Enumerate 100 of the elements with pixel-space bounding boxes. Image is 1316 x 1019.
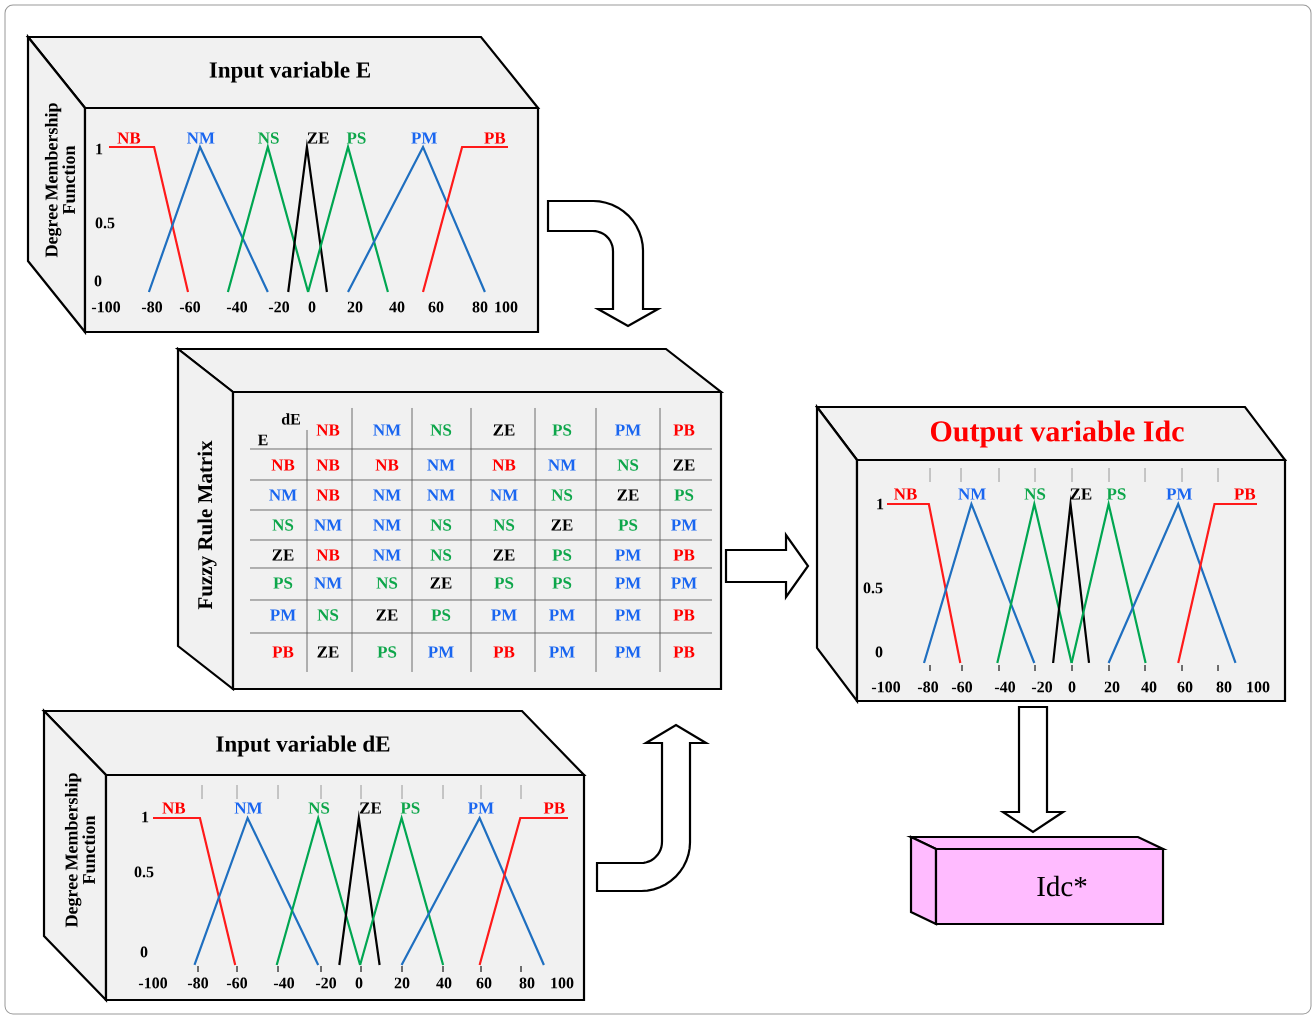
- matrix-cell: PM: [615, 577, 641, 589]
- membership-label: NM: [958, 488, 986, 500]
- matrix-header: PM: [615, 424, 641, 436]
- matrix-cell: NS: [376, 577, 398, 589]
- tick-label: 40: [1141, 681, 1157, 693]
- tick-label: -60: [226, 977, 248, 989]
- matrix-cell: ZE: [493, 549, 515, 561]
- tick-label: 40: [389, 301, 405, 313]
- membership-label: PM: [1166, 488, 1193, 500]
- tick-label: 0: [94, 275, 102, 287]
- tick-label: -80: [141, 301, 163, 313]
- tick-label: 80: [472, 301, 488, 313]
- tick-label: 0.5: [95, 217, 115, 229]
- matrix-cell: NM: [490, 489, 518, 501]
- matrix-cell: PB: [673, 646, 695, 658]
- membership-label: NM: [234, 802, 263, 814]
- tick-label: -40: [226, 301, 248, 313]
- block-arrow: [595, 723, 710, 893]
- membership-label: PS: [346, 132, 366, 144]
- tick-label: 60: [476, 977, 492, 989]
- matrix-cell: PS: [674, 489, 694, 501]
- matrix-cell: NM: [373, 489, 401, 501]
- row-header: ZE: [272, 549, 294, 561]
- matrix-header: NS: [430, 424, 452, 436]
- row-header: PM: [270, 609, 296, 621]
- matrix-cell: NM: [314, 519, 342, 531]
- tick-label: 20: [347, 301, 363, 313]
- tick-label: 0: [1068, 681, 1076, 693]
- matrix-cell: PS: [377, 646, 397, 658]
- matrix-cell: ZE: [376, 609, 398, 621]
- tick-label: 60: [1177, 681, 1193, 693]
- membership-label: PS: [400, 802, 420, 814]
- matrix-cell: PM: [615, 549, 641, 561]
- matrix-cell: NS: [430, 519, 452, 531]
- matrix-cell: ZE: [673, 459, 695, 471]
- tick-label: 100: [551, 977, 574, 989]
- membership-label: PM: [411, 132, 437, 144]
- tick-label: 100: [1247, 681, 1270, 693]
- matrix-cell: PM: [671, 577, 697, 589]
- tick-label: -20: [268, 301, 290, 313]
- matrix-cell: ZE: [317, 646, 339, 658]
- matrix-cell: NB: [492, 459, 516, 471]
- tick-label: -60: [951, 681, 973, 693]
- membership-label: NB: [117, 132, 141, 144]
- matrix-cell: NS: [617, 459, 639, 471]
- tick-label: 80: [1216, 681, 1232, 693]
- matrix-cell: ZE: [617, 489, 639, 501]
- tick-label: 0: [875, 646, 883, 658]
- matrix-cell: NM: [373, 519, 401, 531]
- matrix-cell: NM: [373, 549, 401, 561]
- matrix-cell: NB: [316, 549, 340, 561]
- tick-label: 0.5: [863, 582, 883, 594]
- matrix-cell: NM: [427, 459, 455, 471]
- matrix-cell: PS: [494, 577, 514, 589]
- membership-label: PM: [468, 802, 494, 814]
- matrix-cell: PM: [615, 609, 641, 621]
- box-title: Fuzzy Rule Matrix: [197, 440, 217, 610]
- matrix-cell: PM: [491, 609, 517, 621]
- tick-label: -100: [138, 977, 168, 989]
- matrix-cell: PB: [673, 549, 695, 561]
- matrix-header: PB: [673, 424, 695, 436]
- matrix-cell: PB: [493, 646, 515, 658]
- block-arrow: [724, 531, 810, 601]
- tick-label: -20: [315, 977, 337, 989]
- matrix-cell: PM: [549, 646, 575, 658]
- matrix-header: PS: [552, 424, 572, 436]
- matrix-cell: PB: [673, 609, 695, 621]
- matrix-header: ZE: [493, 424, 515, 436]
- matrix-cell: NS: [430, 549, 452, 561]
- tick-label: -80: [917, 681, 939, 693]
- matrix-cell: PM: [549, 609, 575, 621]
- matrix-cell: NB: [316, 459, 340, 471]
- axis-label: Degree Membership Function: [44, 103, 76, 258]
- matrix-cell: PS: [552, 549, 572, 561]
- block-arrow: [546, 199, 663, 328]
- matrix-cell: PS: [618, 519, 638, 531]
- membership-label: ZE: [360, 802, 381, 814]
- tick-label: -20: [1031, 681, 1053, 693]
- membership-label: NB: [894, 488, 917, 500]
- tick-label: -80: [187, 977, 209, 989]
- membership-label: PB: [484, 132, 506, 144]
- tick-label: 0: [140, 946, 148, 958]
- row-header: NB: [271, 459, 295, 471]
- matrix-cell: PM: [428, 646, 454, 658]
- tick-label: 0.5: [134, 866, 154, 878]
- tick-label: 80: [519, 977, 535, 989]
- matrix-cell: PM: [615, 646, 641, 658]
- membership-label: ZE: [307, 132, 329, 144]
- matrix-header: NB: [316, 424, 340, 436]
- membership-label: NM: [187, 132, 215, 144]
- matrix-cell: NS: [317, 609, 339, 621]
- tick-label: 0: [308, 301, 316, 313]
- row-header: NS: [272, 519, 294, 531]
- membership-label: NS: [1024, 488, 1046, 500]
- box-title: Output variable Idc: [930, 420, 1184, 448]
- matrix-cell: NM: [314, 577, 342, 589]
- tick-label: 20: [394, 977, 410, 989]
- matrix-cell: PS: [431, 609, 451, 621]
- tick-label: 1: [96, 143, 103, 155]
- matrix-cell: PS: [552, 577, 572, 589]
